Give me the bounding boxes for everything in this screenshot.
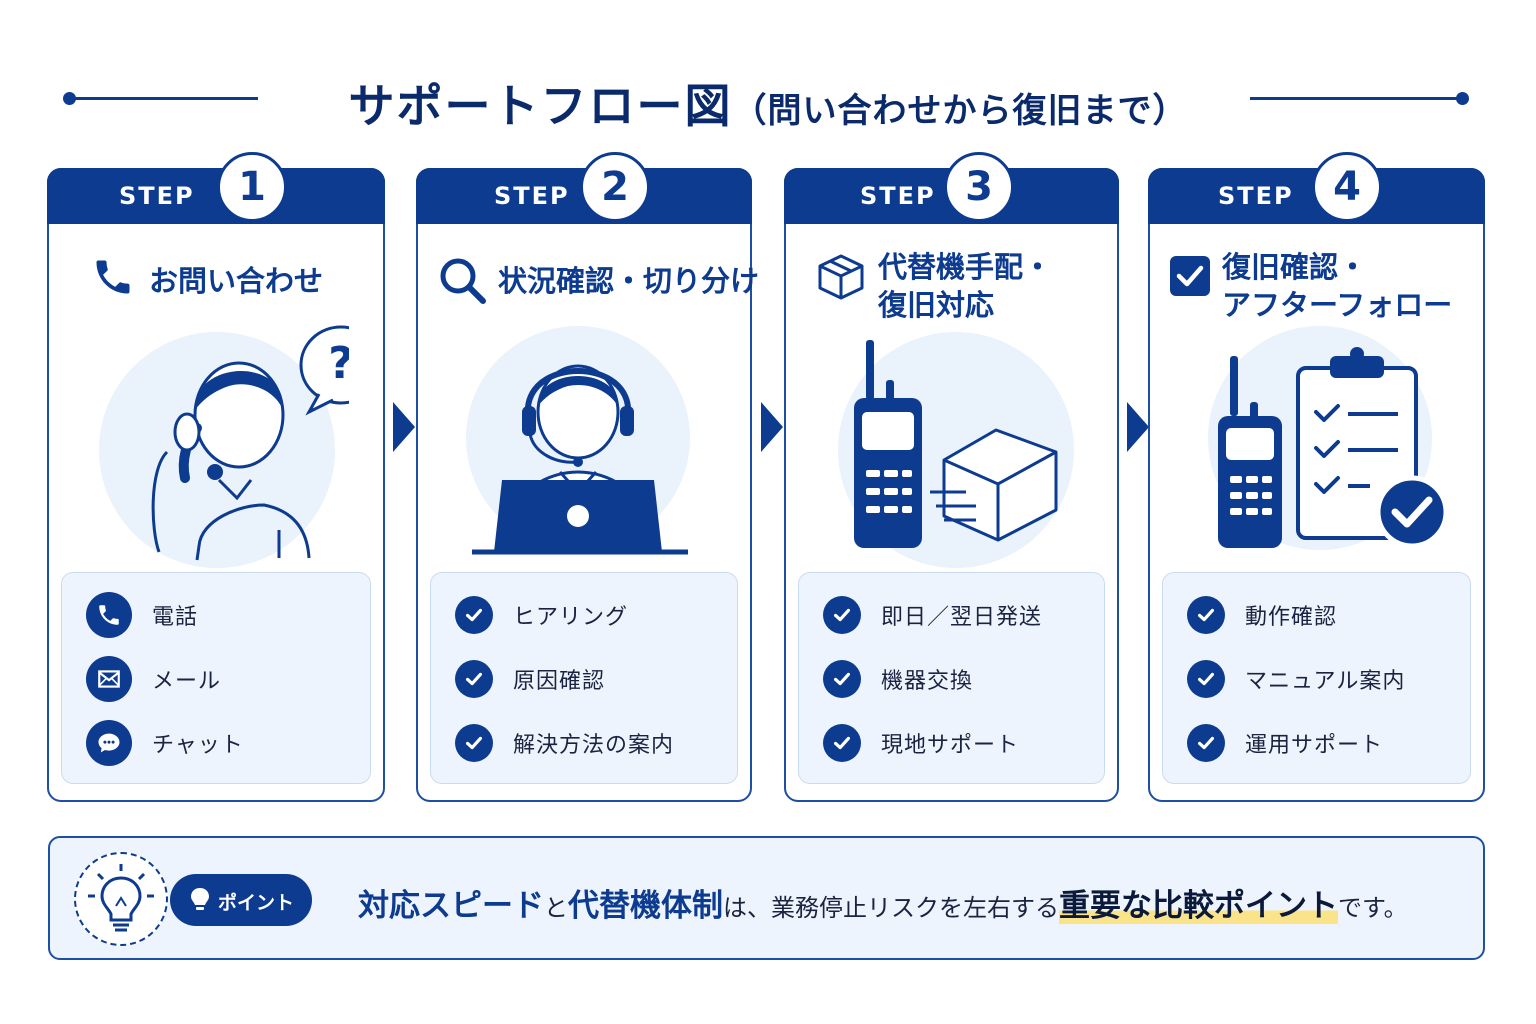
radio-and-checklist-illustration — [1208, 326, 1449, 550]
step-number: 1 — [217, 152, 287, 222]
step-title: 状況確認・切り分け — [498, 262, 759, 300]
list-item-text: 解決方法の案内 — [513, 733, 675, 758]
step-card-1: STEP 1 お問い合わせ ? 電話 メール — [47, 152, 385, 802]
point-message: 対応スピードと代替機体制は、業務停止リスクを左右する重要な比較ポイントです。 — [358, 880, 1408, 925]
list-item-text: 電話 — [152, 605, 199, 630]
list-item: 現地サポート — [823, 719, 1019, 767]
step-label: STEP — [119, 182, 195, 210]
list-item: チャット — [86, 719, 244, 767]
checklist: 即日／翌日発送 機器交換 現地サポート — [798, 572, 1105, 784]
point-part: は、業務停止リスクを左右する — [723, 894, 1059, 922]
contact-method-list: 電話 メール チャット — [61, 572, 371, 784]
step-header: STEP 2 — [416, 152, 752, 224]
step-title-line: 復旧対応 — [878, 288, 995, 322]
step-number: 3 — [944, 152, 1014, 222]
step-card-3: STEP 3 代替機手配・ 復旧対応 即日／翌日発送 機器交換 — [784, 152, 1119, 802]
list-item: 運用サポート — [1187, 719, 1383, 767]
list-item: ヒアリング — [455, 591, 628, 639]
title-sub: （問い合わせから復旧まで） — [732, 91, 1188, 131]
step-card-4: STEP 4 復旧確認・ アフターフォロー 動作確認 — [1148, 152, 1485, 802]
title-main: サポートフロー図 — [348, 79, 733, 133]
title-left-line — [70, 97, 258, 100]
radio-and-package-illustration — [838, 332, 1074, 568]
step-header: STEP 1 — [47, 152, 385, 224]
list-item: メール — [86, 655, 221, 703]
list-item-text: 原因確認 — [513, 669, 606, 694]
step-label: STEP — [494, 182, 570, 210]
checklist: ヒアリング 原因確認 解決方法の案内 — [430, 572, 738, 784]
chat-icon — [86, 720, 132, 766]
person-on-phone-illustration: ? — [99, 325, 349, 568]
list-item: 即日／翌日発送 — [823, 591, 1042, 639]
step-title-line: 復旧確認・ — [1222, 250, 1368, 284]
step-title-line: 代替機手配・ — [878, 250, 1053, 284]
point-part: です。 — [1338, 894, 1408, 922]
mail-icon — [86, 656, 132, 702]
step-title-line: アフターフォロー — [1222, 288, 1453, 322]
svg-text:?: ? — [328, 338, 349, 389]
list-item-text: 即日／翌日発送 — [881, 605, 1043, 630]
step-title: 代替機手配・ 復旧対応 — [878, 248, 1052, 324]
list-item-text: ヒアリング — [513, 605, 629, 630]
step-number: 4 — [1312, 152, 1382, 222]
flow-arrow-icon — [1127, 402, 1149, 452]
lightbulb-badge — [74, 852, 168, 946]
step-title: 復旧確認・ アフターフォロー — [1222, 248, 1452, 324]
list-item: 解決方法の案内 — [455, 719, 674, 767]
title-left-dot — [63, 92, 76, 105]
list-item-text: メール — [152, 669, 222, 694]
list-item: マニュアル案内 — [1187, 655, 1405, 703]
title-row: サポートフロー図（問い合わせから復旧まで） — [0, 62, 1536, 142]
check-icon — [455, 660, 493, 698]
step-title-line: 状況確認・切り分け — [498, 264, 760, 298]
step-label: STEP — [1218, 182, 1294, 210]
step-header: STEP 4 — [1148, 152, 1485, 224]
checkbox-icon — [1170, 256, 1210, 296]
support-operator-illustration — [466, 326, 690, 555]
check-icon — [455, 596, 493, 634]
box-icon — [818, 254, 864, 300]
point-box: ポイント 対応スピードと代替機体制は、業務停止リスクを左右する重要な比較ポイント… — [48, 836, 1485, 960]
check-icon — [823, 596, 861, 634]
step-number: 2 — [580, 152, 650, 222]
point-badge: ポイント — [170, 874, 312, 926]
checklist: 動作確認 マニュアル案内 運用サポート — [1162, 572, 1471, 784]
list-item-text: 機器交換 — [881, 669, 974, 694]
list-item-text: マニュアル案内 — [1245, 669, 1406, 694]
lightbulb-icon — [88, 864, 154, 932]
title-right-line — [1250, 97, 1460, 100]
page-title: サポートフロー図（問い合わせから復旧まで） — [0, 70, 1536, 136]
phone-icon — [86, 592, 132, 638]
list-item-text: 運用サポート — [1245, 733, 1384, 758]
list-item: 機器交換 — [823, 655, 973, 703]
check-icon — [1187, 596, 1225, 634]
check-icon — [823, 724, 861, 762]
check-icon — [1187, 660, 1225, 698]
list-item: 原因確認 — [455, 655, 605, 703]
list-item-text: 動作確認 — [1245, 605, 1338, 630]
point-part: と — [544, 894, 568, 922]
check-icon — [1187, 724, 1225, 762]
title-right-dot — [1456, 92, 1469, 105]
check-icon — [823, 660, 861, 698]
list-item: 動作確認 — [1187, 591, 1337, 639]
list-item-text: チャット — [152, 733, 244, 758]
step-header: STEP 3 — [784, 152, 1119, 224]
flow-arrow-icon — [393, 402, 415, 452]
point-part-highlight: 重要な比較ポイント — [1059, 888, 1338, 924]
search-icon — [440, 258, 486, 304]
check-icon — [455, 724, 493, 762]
step-card-2: STEP 2 状況確認・切り分け ヒアリング 原因確認 解 — [416, 152, 759, 802]
lightbulb-small-icon — [191, 888, 209, 910]
step-label: STEP — [860, 182, 936, 210]
flow-arrow-icon — [761, 402, 783, 452]
point-part: 対応スピード — [358, 888, 544, 924]
step-title: お問い合わせ — [149, 262, 323, 300]
phone-icon — [96, 260, 130, 294]
point-part: 代替機体制 — [568, 888, 723, 924]
point-badge-label: ポイント — [218, 892, 295, 914]
list-item-text: 現地サポート — [881, 733, 1020, 758]
step-title-line: お問い合わせ — [149, 264, 324, 298]
list-item: 電話 — [86, 591, 198, 639]
